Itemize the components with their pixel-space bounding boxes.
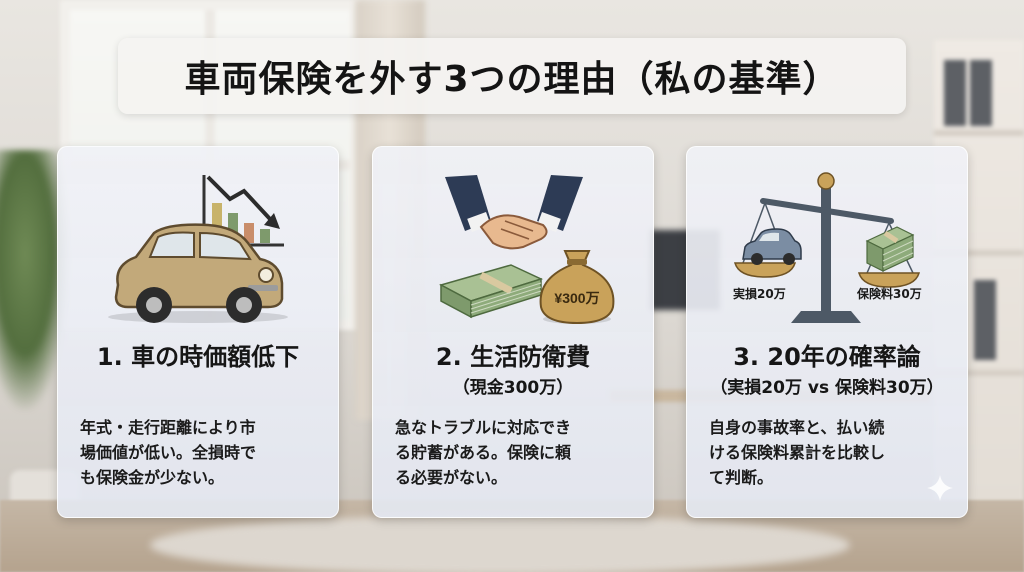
card-3-subheading: （実損20万 vs 保険料30万） [710,378,944,398]
car-icon [742,228,802,265]
card-3-desc-line: て判断。 [709,468,774,487]
card-2-subheading: （現金300万） [452,378,574,398]
card-1-illustration [108,175,288,323]
title-banner: 車両保険を外す3つの理由（私の基準） [118,38,906,114]
card-2-illustration: ¥300万 [439,175,615,325]
card-1-desc-line: 年式・走行距離により市 [80,418,256,437]
card-2-desc-line: る必要がない。 [395,468,508,487]
card-2-desc-line: る貯蓄がある。保険に頼 [395,443,572,462]
card-3-desc-line: ける保険料累計を比較し [709,443,886,462]
reason-card-1: 1. 車の時価額低下 年式・走行距離により市 場価値が低い。全損時で も保険金が… [57,146,339,518]
scale-left-label: 実損20万 [733,287,786,301]
money-bag-icon: ¥300万 [539,250,615,325]
reason-card-3: 実損20万 保険料30万 3. 20年の確率論 （実損20万 vs 保険料30万… [686,146,968,518]
card-3-heading: 3. 20年の確率論 [733,343,921,371]
card-1-desc-line: 場価値が低い。全損時で [80,443,257,462]
card-3-desc-line: 自身の事故率と、払い続 [709,418,885,437]
cash-stack-icon [865,226,915,272]
money-bag-label: ¥300万 [554,290,599,306]
card-1-desc-line: も保険金が少ない。 [80,468,225,487]
page-title: 車両保険を外す3つの理由（私の基準） [184,59,840,100]
card-2-description: 急なトラブルに対応でき る貯蓄がある。保険に頼 る必要がない。 [395,415,637,490]
handshake-icon [445,175,583,250]
sparkle-icon [927,475,953,501]
card-3-illustration [734,172,920,323]
card-2-desc-line: 急なトラブルに対応でき [395,418,572,437]
card-2-heading: 2. 生活防衛費 [435,343,591,371]
vintage-car-icon [108,223,288,323]
card-3-description: 自身の事故率と、払い続 ける保険料累計を比較し て判断。 [709,415,951,490]
scale-right-label: 保険料30万 [857,287,922,301]
card-1-description: 年式・走行距離により市 場価値が低い。全損時で も保険金が少ない。 [80,415,322,490]
cash-stack-icon [439,264,544,319]
reason-card-2: ¥300万 2. 生活防衛費 （現金300万） 急なトラブルに対応でき る貯蓄が… [372,146,654,518]
card-1-heading: 1. 車の時価額低下 [96,343,300,371]
rug-decor [150,515,850,572]
